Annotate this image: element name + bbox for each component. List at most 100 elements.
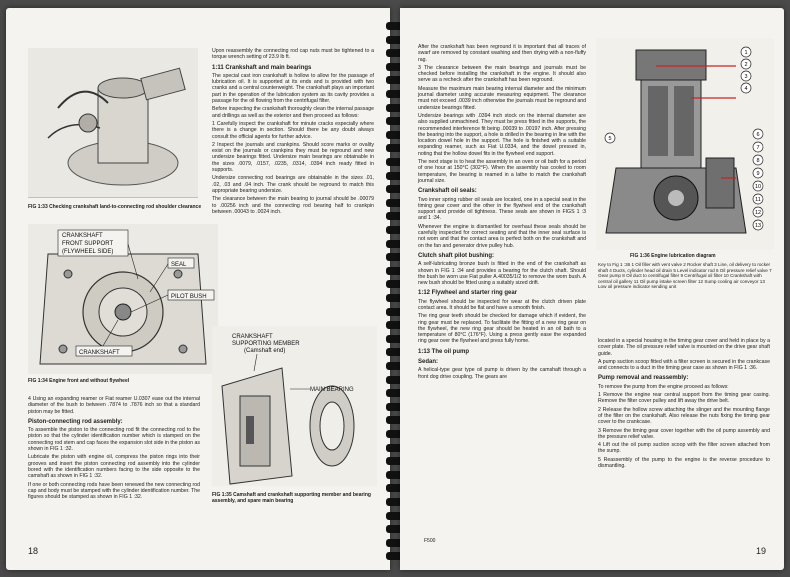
callout-number: 11 [755,197,761,203]
binding-coil [386,416,404,425]
fig-1-36-key: Key to Fig 1 :36 1 Oil filler with vent … [598,262,772,290]
binding-coil [386,294,404,302]
binding-coil [386,375,404,384]
binding-coil [386,362,404,370]
binding-coil [386,552,404,561]
paragraph: To assemble the piston to the connecting… [28,427,200,453]
binding-coil [386,144,404,153]
paragraph: 5 Reassembly of the pump to the engine i… [598,456,770,470]
binding-coil [386,226,404,234]
callout-marker [740,46,752,58]
callout-marker [752,154,764,166]
fig-1-34-label-flywheel-side: (FLYWHEEL SIDE) [62,249,113,255]
binding-coil [386,280,404,289]
section-heading: Piston-connecting rod assembly: [28,418,123,425]
paragraph: Two inner spring rubber oil seals are lo… [418,196,586,222]
left-page-text-column-bottom: 4 Using an expanding reamer or Fiat ream… [28,396,200,502]
paragraph: 4 Using an expanding reamer or Fiat ream… [28,396,200,415]
fig-1-34-label-crankshaft-top: CRANKSHAFT [62,233,103,239]
paragraph: Measure the maximum main bearing interna… [418,85,586,111]
callout-marker [752,193,764,205]
footer-code: F500 [424,538,436,544]
callout-marker [752,180,764,192]
binding-coil [386,253,404,262]
fig-1-35-caption: FIG 1:35 Camshaft and crankshaft support… [212,492,371,504]
left-page-text-column-top: Upon reassembly the connecting rod cap n… [212,48,374,217]
paragraph: Whenever the engine is dismantled for ov… [418,223,586,249]
binding-coil [386,62,404,71]
binding-coil [386,212,404,221]
callout-number: 2 [744,62,747,68]
fig-1-35-label-crankshaft: CRANKSHAFT [232,334,273,340]
callout-number: 6 [756,132,759,138]
paragraph: 3 The clearance between the main bearing… [418,64,586,84]
paragraph: 1 Carefully inspect the crankshaft for m… [212,120,374,140]
callout-marker [604,132,616,144]
paragraph: 2 Release the hollow screw attaching the… [598,406,770,426]
right-page-text-column-right: located in a special housing in the timi… [598,338,770,471]
fig-1-34-label-seal: SEAL [171,262,187,268]
section-heading: Crankshaft oil seals: [418,188,477,195]
binding-coil [386,457,404,466]
callout-marker [752,141,764,153]
paragraph: If one or both connecting rods have been… [28,481,200,501]
fig-1-33-caption: FIG 1:33 Checking crankshaft land-to-con… [28,204,202,210]
binding-coil [386,389,404,398]
binding-coil [386,158,404,166]
binding-coil [386,470,404,479]
fig-1-34-caption: FIG 1:34 Engine front and without flywhe… [28,378,130,384]
paragraph: After the crankshaft has been reground i… [418,44,586,63]
fig-1-34-illustration: CRANKSHAFT FRONT SUPPORT (FLYWHEEL SIDE)… [28,224,218,374]
callout-number: 8 [756,158,759,164]
binding-coil [386,443,404,452]
binding-coil [386,239,404,248]
callout-marker [740,58,752,70]
paragraph: A helical-type gear type oil pump is dri… [418,367,586,380]
binding-coil [386,171,404,180]
paragraph: The ring gear teeth should be checked fo… [418,313,586,345]
paragraph: 4 Lift out the oil pump suction scoop wi… [598,442,770,455]
binding-coil [386,498,404,506]
callout-marker [752,219,764,231]
callout-marker [752,167,764,179]
binding-coil [386,130,404,139]
callout-marker [740,82,752,94]
binding-coil [386,266,404,275]
binding-coil [386,35,404,44]
paragraph: Before inspecting the crankshaft thoroug… [212,106,374,119]
callout-number: 10 [755,184,761,190]
paragraph: The special cast iron crankshaft is holl… [212,72,374,105]
binding-coil [386,198,404,207]
binding-coil [386,22,404,30]
fig-1-34-label-crankshaft-bottom: CRANKSHAFT [79,350,120,356]
callout-marker [752,128,764,140]
section-heading: Clutch shaft pilot bushing: [418,252,494,259]
callout-number: 7 [756,145,759,151]
binding-coil [386,402,404,411]
callout-number: 13 [755,223,761,229]
binding-coil [386,49,404,58]
paragraph: A pump suction scoop fitted with a filte… [598,358,770,372]
binding-coil [386,185,404,194]
right-page-text-column-left: After the crankshaft has been reground i… [418,44,586,382]
paragraph: A self-lubricating bronze bush is fitted… [418,261,586,287]
paragraph: Undersize bearings with .0394 inch stock… [418,112,586,157]
fig-1-36-caption: FIG 1:36 Engine lubrication diagram [630,253,716,259]
paragraph: Undersize connecting rod bearings are ob… [212,175,374,194]
callout-marker [740,70,752,82]
paragraph: 2 Inspect the journals and crankpins. Sh… [212,141,374,174]
page-number-left: 18 [28,546,39,556]
callout-number: 3 [744,74,747,80]
fig-1-35-label-supporting-member: SUPPORTING MEMBER [232,341,300,347]
binding-coil [386,525,404,534]
fig-1-34-label-pilot-bush: PILOT BUSH [171,294,207,300]
paragraph: The flywheel should be inspected for wea… [418,298,586,311]
callout-number: 9 [756,171,759,177]
callout-number: 4 [744,86,747,92]
paragraph: located in a special housing in the timi… [598,338,770,357]
paragraph: The next stage is to heat the assembly i… [418,159,586,184]
binding-coil [386,511,404,520]
section-heading: 1:11 Crankshaft and main bearings [212,64,312,71]
binding-coil [386,334,404,343]
binding-coil [386,538,404,547]
